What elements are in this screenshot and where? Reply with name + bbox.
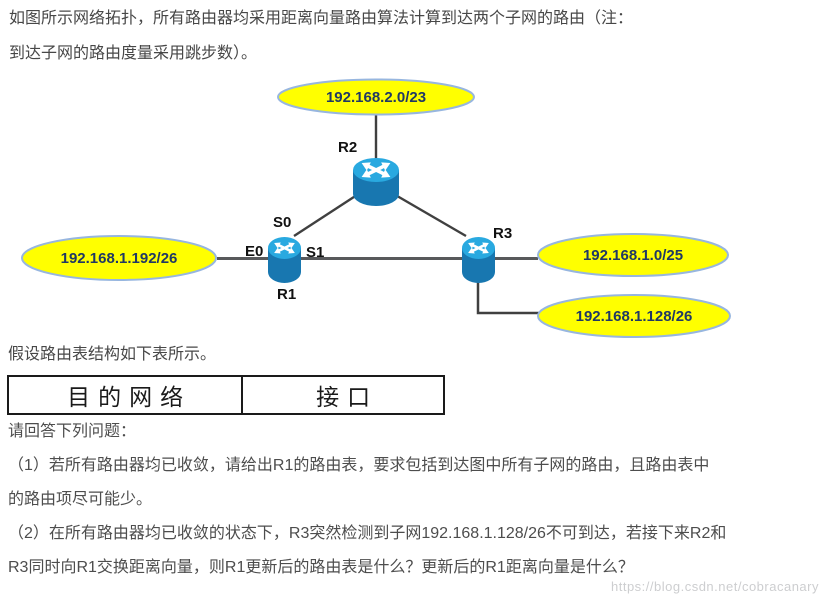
interface-e0-label: E0 (245, 243, 263, 260)
questions-section: 请回答下列问题： （1）若所有路由器均已收敛，请给出R1的路由表，要求包括到达图… (8, 415, 820, 585)
subnet-label-top: 192.168.2.0/23 (326, 89, 426, 106)
router-r3-label: R3 (493, 225, 512, 242)
router-r2-label: R2 (338, 139, 357, 156)
routing-table-header-interface: 接口 (316, 385, 379, 410)
routing-table-header-destination: 目的网络 (9, 377, 244, 413)
interface-s1-label: S1 (306, 244, 324, 261)
subnet-ellipse-right-top: 192.168.1.0/25 (537, 233, 729, 277)
router-r1-icon (268, 237, 301, 283)
router-arrows-icon (468, 242, 489, 254)
subnet-ellipse-left: 192.168.1.192/26 (21, 235, 217, 281)
link-r2-to-r3 (391, 191, 467, 238)
watermark: https://blog.csdn.net/cobracanary (610, 579, 819, 594)
subnet-label-right-top: 192.168.1.0/25 (583, 247, 683, 264)
subnet-ellipse-right-bottom: 192.168.1.128/26 (537, 294, 731, 338)
intro-line-1: 如图所示网络拓扑，所有路由器均采用距离向量路由算法计算到达两个子网的路由（注： (9, 10, 634, 27)
router-r1-label: R1 (277, 286, 296, 303)
question-1-line-2: 的路由项尽可能少。 (8, 491, 153, 508)
intro-line-2: 到达子网的路由度量采用跳步数）。 (9, 45, 258, 62)
link-r1-to-r2 (293, 191, 361, 238)
subnet-ellipse-top: 192.168.2.0/23 (277, 78, 475, 116)
router-r2-icon (353, 158, 399, 206)
intro-paragraph: 如图所示网络拓扑，所有路由器均采用距离向量路由算法计算到达两个子网的路由（注： … (9, 1, 817, 71)
router-arrows-icon (361, 162, 391, 178)
router-r3-icon (462, 237, 495, 283)
subnet-label-left: 192.168.1.192/26 (61, 250, 178, 267)
link-r3-to-subnet-right-bottom (476, 270, 540, 315)
subnet-label-right-bottom: 192.168.1.128/26 (576, 308, 693, 325)
question-2-line-2: R3同时向R1交换距离向量，则R1更新后的路由表是什么？更新后的R1距离向量是什… (8, 559, 634, 576)
question-1-line-1: （1）若所有路由器均已收敛，请给出R1的路由表，要求包括到达图中所有子网的路由，… (8, 457, 710, 474)
interface-s0-label: S0 (273, 214, 291, 231)
question-2-line-1: （2）在所有路由器均已收敛的状态下，R3突然检测到子网192.168.1.128… (8, 525, 727, 542)
questions-prompt: 请回答下列问题： (8, 423, 137, 440)
network-topology-diagram: 192.168.2.0/23 192.168.1.192/26 192.168.… (21, 78, 731, 338)
router-arrows-icon (274, 242, 295, 254)
routing-table: 目的网络 接口 (7, 375, 445, 415)
table-caption: 假设路由表结构如下表所示。 (8, 346, 217, 363)
